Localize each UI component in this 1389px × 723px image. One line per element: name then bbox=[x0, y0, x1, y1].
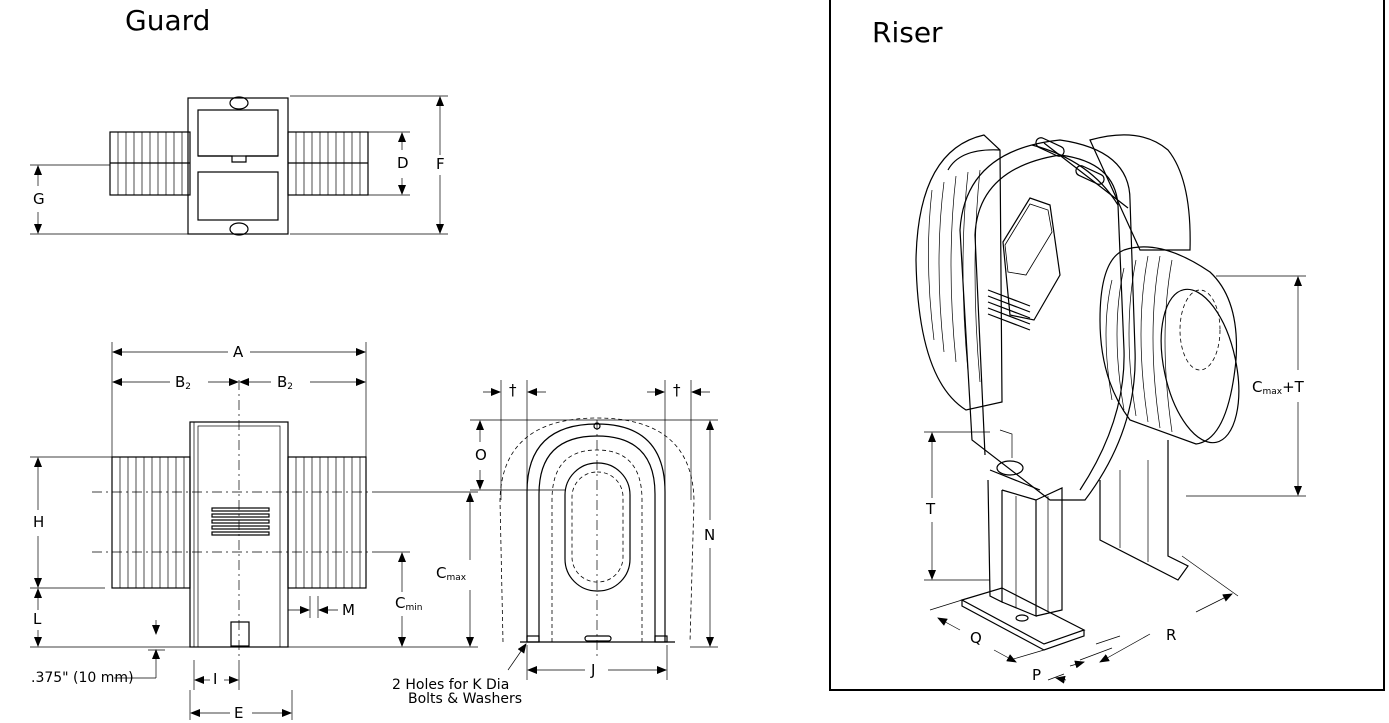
dim-label-p: P bbox=[1032, 666, 1042, 684]
bolt-offset-note: .375" (10 mm) bbox=[31, 670, 134, 686]
riser-frame bbox=[829, 0, 1385, 691]
dim-label-t: T bbox=[926, 500, 936, 518]
dim-label-dagger-left: † bbox=[509, 381, 517, 399]
dim-label-m: M bbox=[342, 601, 355, 619]
riser-title: Riser bbox=[872, 16, 943, 49]
dim-label-cmax: Cmax bbox=[436, 564, 467, 583]
dim-label-g: G bbox=[33, 190, 45, 208]
dim-label-b2-right: B2 bbox=[277, 373, 294, 392]
riser-illustration bbox=[915, 134, 1240, 651]
dim-label-a: A bbox=[233, 343, 244, 361]
dim-label-cmax-plus-t: Cmax+T bbox=[1252, 378, 1304, 397]
guard-side-view bbox=[499, 417, 695, 660]
dim-label-dagger-right: † bbox=[673, 381, 681, 399]
holes-note-line1: 2 Holes for K Dia bbox=[392, 677, 510, 693]
dim-label-h: H bbox=[33, 513, 45, 531]
guard-top-view bbox=[109, 96, 369, 236]
dim-label-n: N bbox=[704, 526, 716, 544]
dim-label-q: Q bbox=[970, 629, 982, 647]
holes-note: 2 Holes for K Dia Bolts & Washers bbox=[392, 678, 522, 706]
dim-label-b2-left: B2 bbox=[175, 373, 192, 392]
dim-label-l: L bbox=[33, 610, 42, 628]
guard-front-view bbox=[92, 380, 380, 660]
holes-note-line2: Bolts & Washers bbox=[408, 691, 523, 707]
guard-title: Guard bbox=[125, 4, 211, 37]
dim-label-d: D bbox=[397, 154, 409, 172]
dim-label-r: R bbox=[1166, 626, 1177, 644]
dim-label-j: J bbox=[591, 661, 596, 679]
dim-label-i: I bbox=[213, 670, 218, 688]
dim-label-o: O bbox=[475, 446, 487, 464]
dim-label-f: F bbox=[436, 155, 445, 173]
dim-label-cmin: Cmin bbox=[395, 594, 423, 613]
dim-label-e: E bbox=[234, 704, 244, 722]
